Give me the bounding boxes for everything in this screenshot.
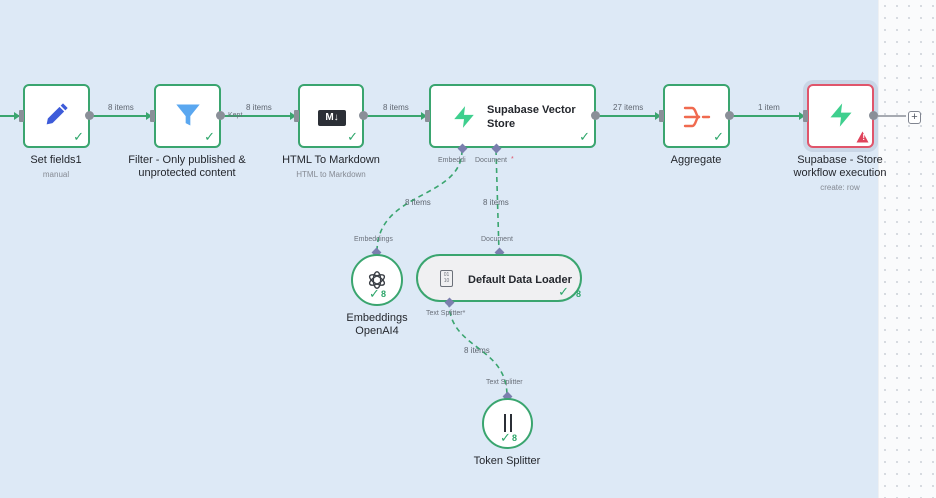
node-title-line2: unprotected content [138, 167, 236, 179]
output-handle[interactable] [869, 111, 878, 120]
node-subtitle: HTML to Markdown [296, 170, 366, 179]
node-title: Aggregate [670, 154, 722, 166]
node-subtitle: create: row [820, 183, 860, 192]
openai-icon [368, 271, 386, 289]
warning-icon [856, 131, 869, 143]
input-handle[interactable] [803, 110, 808, 122]
supabase-bolt-icon [830, 103, 852, 127]
node-supabase-store-execution[interactable]: ! [807, 84, 874, 148]
input-handle[interactable] [150, 110, 155, 122]
node-title-line1: Supabase - Store [797, 154, 883, 166]
edge-label: 8 items [483, 198, 509, 207]
warning-mark: ! [862, 133, 865, 142]
success-check-icon: ✓ [713, 129, 724, 144]
port-label-document: Document [475, 157, 507, 164]
node-supabase-vector-store[interactable]: Supabase Vector Store ✓ [429, 84, 596, 148]
node-set-fields[interactable]: ✓ [23, 84, 90, 148]
port-label-document: Document [481, 236, 513, 243]
funnel-icon [176, 104, 200, 126]
node-title-line1: Embeddings [346, 312, 408, 324]
node-title-line1: Supabase Vector [487, 104, 576, 116]
input-handle[interactable] [425, 110, 430, 122]
markdown-icon: M↓ [318, 110, 346, 126]
workflow-canvas[interactable] [0, 0, 878, 498]
node-filter[interactable]: ✓ [154, 84, 221, 148]
run-count: 8 [381, 289, 387, 299]
output-handle[interactable] [359, 111, 368, 120]
supabase-bolt-icon [454, 106, 474, 128]
node-title-line2: OpenAI4 [355, 325, 399, 337]
output-handle[interactable] [591, 111, 600, 120]
node-title: Set fields1 [30, 154, 82, 166]
add-node-button[interactable]: + [908, 111, 921, 124]
node-token-splitter[interactable]: ✓ 8 [482, 398, 533, 449]
success-check-icon: ✓ [579, 129, 590, 144]
edge-label: 8 items [405, 198, 431, 207]
port-label-embedding: Embeddi [438, 157, 466, 164]
input-handle[interactable] [294, 110, 299, 122]
node-default-data-loader[interactable]: 01 10 Default Data Loader ✓ 8 [416, 254, 582, 302]
binary-file-icon: 01 10 [440, 270, 453, 287]
run-count: 8 [512, 433, 518, 443]
node-html-to-markdown[interactable]: M↓ ✓ [298, 84, 364, 148]
edge-label: 8 items [383, 103, 409, 112]
success-check-icon: ✓ [369, 286, 380, 301]
output-handle[interactable] [725, 111, 734, 120]
edge-label: 8 items [108, 103, 134, 112]
node-embeddings-openai[interactable]: ✓ 8 [351, 254, 403, 306]
edge-label: 27 items [613, 103, 644, 112]
aggregate-icon [683, 106, 711, 128]
run-count: 8 [575, 289, 581, 299]
port-required-mark: * [511, 156, 514, 163]
output-handle[interactable] [216, 111, 225, 120]
edge-label: 8 items [464, 346, 490, 355]
node-title: Token Splitter [473, 455, 541, 467]
edge-label: 8 items [246, 103, 272, 112]
canvas-grid-area [878, 0, 936, 498]
port-label-text-splitter: Text Splitter* [426, 310, 466, 317]
edge-label: 1 item [758, 103, 780, 112]
node-title: Default Data Loader [468, 274, 572, 286]
node-aggregate[interactable]: ✓ [663, 84, 730, 148]
node-title-line2: workflow execution [793, 167, 887, 179]
splitter-icon [504, 414, 512, 432]
node-title: HTML To Markdown [282, 154, 380, 166]
edge-loader-to-store [495, 149, 500, 253]
input-handle[interactable] [659, 110, 664, 122]
node-subtitle: manual [42, 170, 70, 179]
edge-splitter-to-loader [448, 301, 508, 397]
success-check-icon: ✓ [558, 284, 569, 299]
input-handle[interactable] [19, 110, 24, 122]
port-label-text-splitter: Text Splitter [486, 379, 523, 386]
node-title-line1: Filter - Only published & [128, 154, 246, 166]
pencil-icon [46, 103, 68, 125]
success-check-icon: ✓ [347, 129, 358, 144]
port-label-embeddings: Embeddings [354, 236, 393, 243]
output-handle[interactable] [85, 111, 94, 120]
success-check-icon: ✓ [500, 430, 511, 445]
output-label-kept: Kept [228, 112, 243, 119]
success-check-icon: ✓ [73, 129, 84, 144]
success-check-icon: ✓ [204, 129, 215, 144]
edge-embeddings-to-store [376, 149, 463, 253]
node-title-line2: Store [487, 118, 516, 130]
